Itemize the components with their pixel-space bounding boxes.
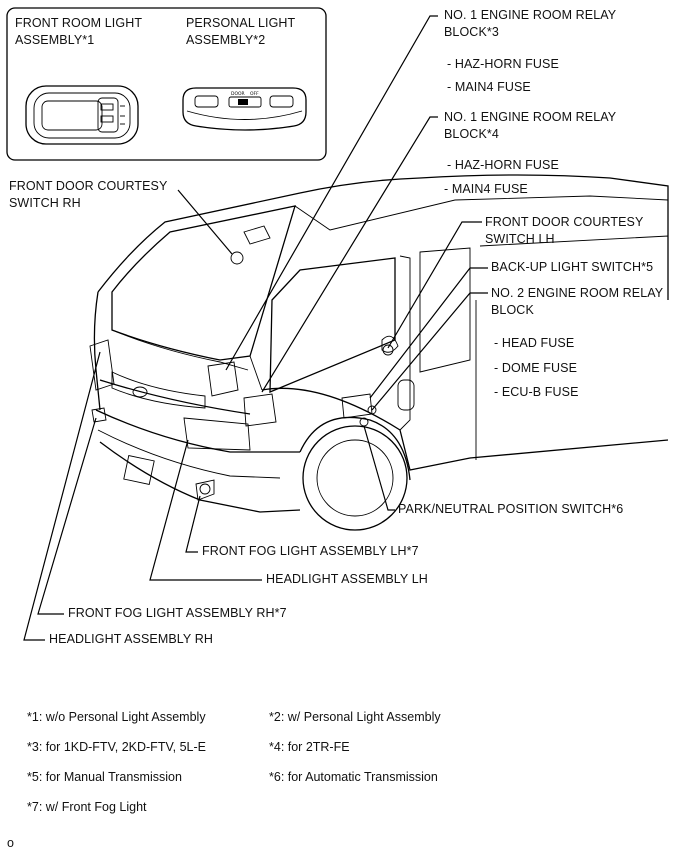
footnote-2: *2: w/ Personal Light Assembly [269,710,441,724]
dome-fuse-label: - DOME FUSE [494,361,578,375]
headlight-lh-label: HEADLIGHT ASSEMBLY LH [266,572,428,586]
relay-block-2-fuse-b: - MAIN4 FUSE [444,182,528,196]
head-fuse-label: - HEAD FUSE [494,336,575,350]
door-switch-lh-label: FRONT DOOR COURTESY SWITCH LH [485,215,644,246]
inset-frame [6,7,327,161]
relay-block-2-label: NO. 1 ENGINE ROOM RELAY BLOCK*4 [444,110,617,141]
relay-block-1-fuse-a: - HAZ-HORN FUSE [447,57,559,71]
footnote-1: *1: w/o Personal Light Assembly [27,710,206,724]
headlight-rh-label: HEADLIGHT ASSEMBLY RH [49,632,213,646]
relay-block-3-label: NO. 2 ENGINE ROOM RELAY BLOCK [491,286,664,317]
door-switch-rh-label: FRONT DOOR COURTESY SWITCH RH [9,179,168,210]
fog-light-rh-label: FRONT FOG LIGHT ASSEMBLY RH*7 [68,606,287,620]
switch-off-text: OFF [250,91,259,97]
van-illustration [89,174,669,531]
corner-code: o [7,836,14,850]
relay-block-2-fuse-a: - HAZ-HORN FUSE [447,158,559,172]
relay-block-1-fuse-b: - MAIN4 FUSE [447,80,531,94]
backup-switch-label: BACK-UP LIGHT SWITCH*5 [491,260,654,274]
front-room-light-label: FRONT ROOM LIGHT ASSEMBLY*1 [15,16,143,47]
park-neutral-switch-label: PARK/NEUTRAL POSITION SWITCH*6 [398,502,624,516]
footnote-3: *3: for 1KD-FTV, 2KD-FTV, 5L-E [27,740,206,754]
footnote-7: *7: w/ Front Fog Light [27,800,147,814]
personal-light-label: PERSONAL LIGHT ASSEMBLY*2 [186,16,296,47]
front-room-light-illustration [25,85,139,145]
relay-block-1-label: NO. 1 ENGINE ROOM RELAY BLOCK*3 [444,8,617,39]
footnote-4: *4: for 2TR-FE [269,740,350,754]
leader-lines [23,15,488,641]
switch-door-text: DOOR [231,91,245,97]
fog-light-lh-label: FRONT FOG LIGHT ASSEMBLY LH*7 [202,544,419,558]
footnote-5: *5: for Manual Transmission [27,770,182,784]
ecub-fuse-label: - ECU-B FUSE [494,385,579,399]
personal-light-illustration: DOOR OFF [182,87,307,131]
footnote-6: *6: for Automatic Transmission [269,770,438,784]
